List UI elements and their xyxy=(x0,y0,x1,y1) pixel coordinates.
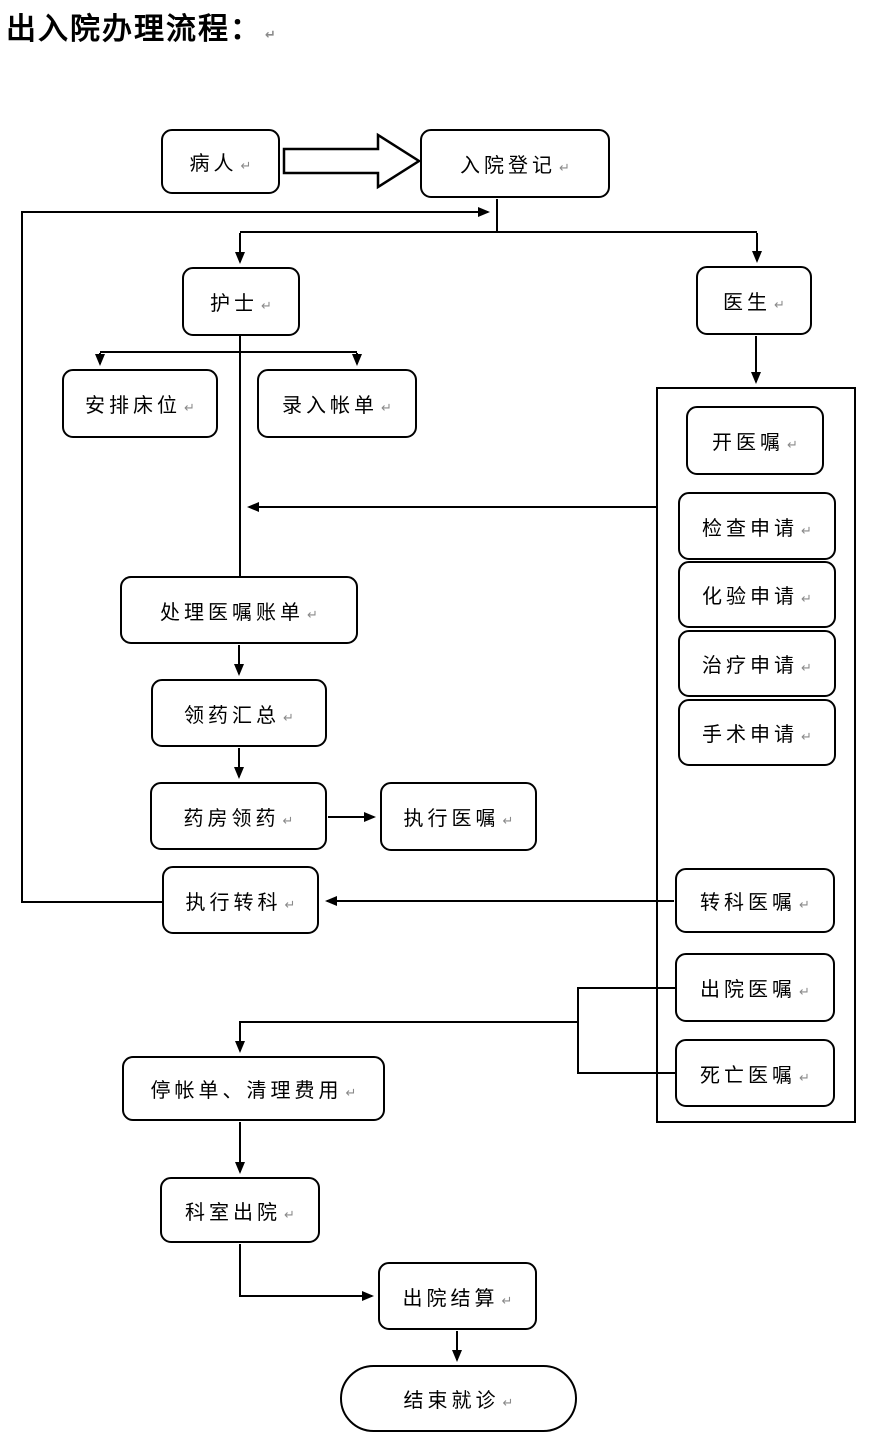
node-label: 科室出院↵ xyxy=(185,1201,295,1224)
paragraph-mark: ↵ xyxy=(799,985,810,1000)
node-label: 录入帐单↵ xyxy=(282,395,392,417)
paragraph-mark: ↵ xyxy=(345,1086,357,1101)
paragraph-mark: ↵ xyxy=(801,661,812,676)
node-lab-request: 化验申请↵ xyxy=(678,561,836,628)
node-nurse: 护士↵ xyxy=(182,267,300,336)
paragraph-mark: ↵ xyxy=(801,523,812,539)
node-patient: 病人↵ xyxy=(161,129,280,194)
node-transfer-order: 转科医嘱↵ xyxy=(675,868,835,933)
node-pharmacy-dispense: 药房领药↵ xyxy=(150,782,327,850)
node-medicine-summary: 领药汇总↵ xyxy=(151,679,327,747)
node-label: 检查申请↵ xyxy=(702,517,812,540)
node-execute-order: 执行医嘱↵ xyxy=(380,782,537,851)
paragraph-mark: ↵ xyxy=(284,1207,295,1223)
paragraph-mark: ↵ xyxy=(283,710,294,726)
paragraph-mark: ↵ xyxy=(307,607,318,623)
node-label: 停帐单、清理费用↵ xyxy=(150,1080,357,1102)
node-death-order: 死亡医嘱↵ xyxy=(675,1039,835,1107)
paragraph-mark: ↵ xyxy=(801,592,812,607)
node-discharge-order: 出院医嘱↵ xyxy=(675,953,835,1022)
paragraph-mark: ↵ xyxy=(381,401,392,416)
node-issue-order: 开医嘱↵ xyxy=(686,406,824,475)
node-label: 化验申请↵ xyxy=(702,586,812,608)
paragraph-mark: ↵ xyxy=(265,28,276,43)
node-enter-bill: 录入帐单↵ xyxy=(257,369,417,438)
node-admission-registration: 入院登记↵ xyxy=(420,129,610,198)
node-label: 治疗申请↵ xyxy=(702,655,812,677)
paragraph-mark: ↵ xyxy=(799,898,810,913)
node-label: 手术申请↵ xyxy=(702,724,812,746)
node-label: 转科医嘱↵ xyxy=(700,892,810,914)
page-title: 出入院办理流程：↵ xyxy=(6,13,276,46)
paragraph-mark: ↵ xyxy=(787,438,798,453)
node-exam-request: 检查申请↵ xyxy=(678,492,836,560)
doctor-orders-group-box xyxy=(656,387,856,1123)
paragraph-mark: ↵ xyxy=(502,1396,514,1411)
node-label: 护士↵ xyxy=(210,293,272,315)
node-label: 处理医嘱账单↵ xyxy=(160,601,318,624)
paragraph-mark: ↵ xyxy=(559,161,570,176)
paragraph-mark: ↵ xyxy=(799,1070,810,1086)
node-discharge-settlement: 出院结算↵ xyxy=(378,1262,537,1330)
node-label: 病人↵ xyxy=(189,153,252,175)
paragraph-mark: ↵ xyxy=(501,1293,513,1309)
node-arrange-bed: 安排床位↵ xyxy=(62,369,218,438)
node-label: 领药汇总↵ xyxy=(184,704,294,727)
paragraph-mark: ↵ xyxy=(774,298,785,313)
paragraph-mark: ↵ xyxy=(184,401,195,416)
node-doctor: 医生↵ xyxy=(696,266,812,335)
node-label: 入院登记↵ xyxy=(460,155,570,177)
node-surgery-request: 手术申请↵ xyxy=(678,699,836,766)
node-treatment-request: 治疗申请↵ xyxy=(678,630,836,697)
node-execute-transfer: 执行转科↵ xyxy=(162,866,319,934)
node-end-visit: 结束就诊↵ xyxy=(340,1365,577,1432)
paragraph-mark: ↵ xyxy=(284,897,296,913)
node-label: 出院医嘱↵ xyxy=(700,979,810,1001)
node-stop-bill-clear-fees: 停帐单、清理费用↵ xyxy=(122,1056,385,1121)
paragraph-mark: ↵ xyxy=(240,159,252,174)
node-label: 开医嘱↵ xyxy=(712,432,798,454)
node-label: 医生↵ xyxy=(723,292,785,314)
block-arrow-patient-to-admission xyxy=(282,132,422,190)
paragraph-mark: ↵ xyxy=(502,814,514,829)
node-label: 药房领药↵ xyxy=(183,807,294,830)
node-process-order-bill: 处理医嘱账单↵ xyxy=(120,576,358,644)
node-label: 结束就诊↵ xyxy=(403,1390,514,1412)
node-label: 死亡医嘱↵ xyxy=(700,1064,810,1087)
paragraph-mark: ↵ xyxy=(282,813,294,829)
node-label: 出院结算↵ xyxy=(402,1287,513,1310)
node-label: 执行医嘱↵ xyxy=(403,808,514,830)
node-label: 安排床位↵ xyxy=(85,395,195,417)
node-dept-discharge: 科室出院↵ xyxy=(160,1177,320,1243)
paragraph-mark: ↵ xyxy=(801,730,812,745)
node-label: 执行转科↵ xyxy=(185,891,296,914)
paragraph-mark: ↵ xyxy=(261,299,272,314)
